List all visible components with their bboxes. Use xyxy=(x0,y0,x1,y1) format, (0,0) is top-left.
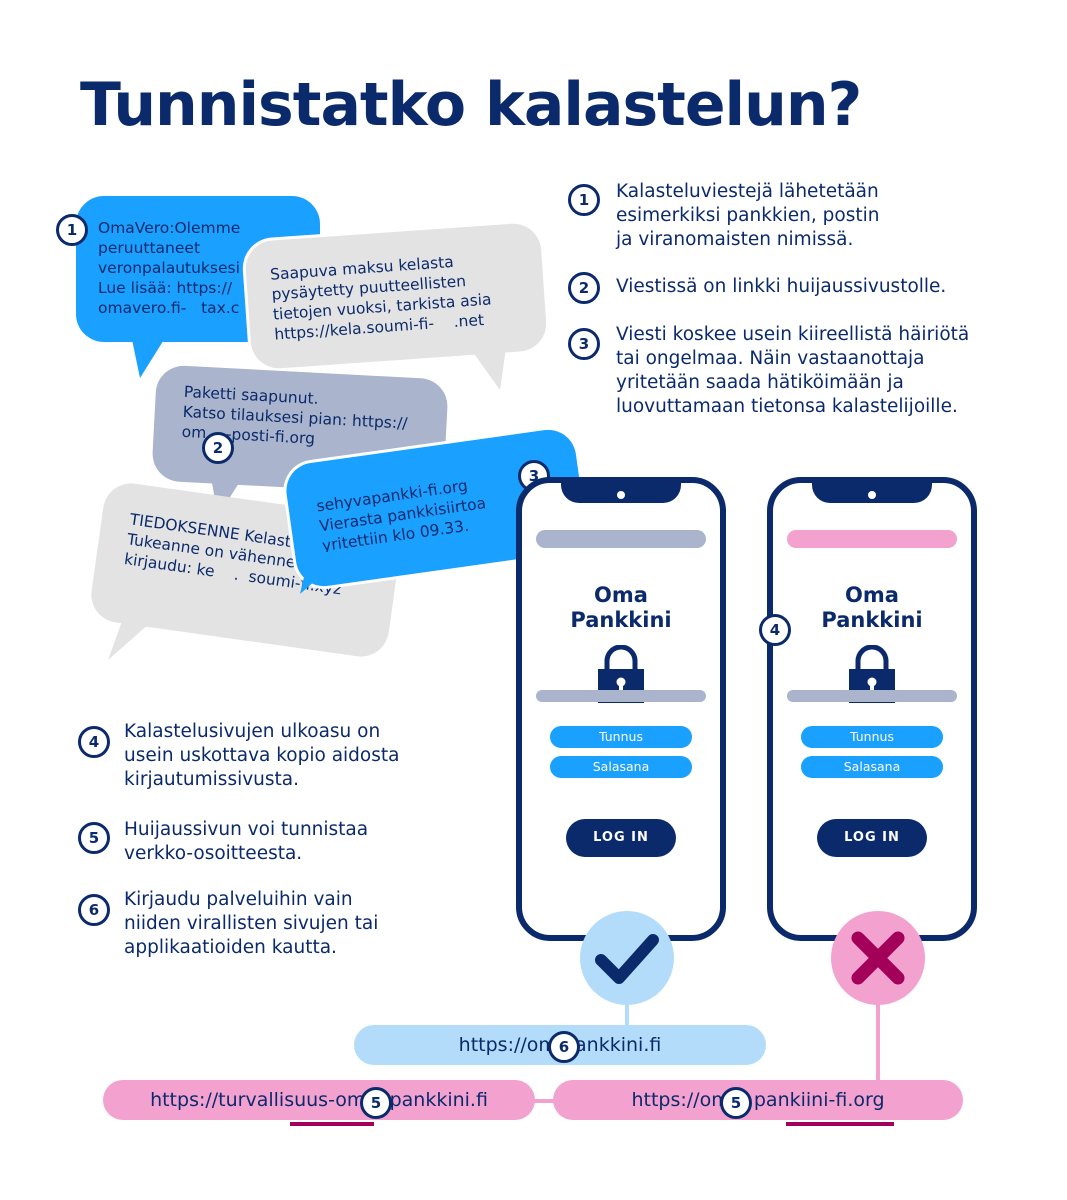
point-number-4: 4 xyxy=(78,726,110,758)
point-text-4: Kalastelusivujen ulkoasu on usein uskott… xyxy=(124,721,400,790)
point-text-1: Kalasteluviestejä lähetetään esimerkiksi… xyxy=(616,181,880,250)
bubble-tail-omavero xyxy=(130,330,170,378)
address-bar xyxy=(787,530,957,548)
login-button[interactable]: LOG IN xyxy=(817,819,927,857)
login-button[interactable]: LOG IN xyxy=(566,819,676,857)
bubble-tail-kela2 xyxy=(108,610,158,660)
username-field[interactable]: Tunnus xyxy=(550,726,692,748)
divider-bar xyxy=(536,690,706,702)
point-number-5: 5 xyxy=(78,822,110,854)
divider-bar xyxy=(787,690,957,702)
point-number-3: 3 xyxy=(568,328,600,360)
camera-icon xyxy=(617,491,625,499)
phone-notch xyxy=(812,477,932,503)
point-number-6: 6 xyxy=(78,894,110,926)
url-number-5b: 5 xyxy=(720,1087,752,1119)
sms-text-omavero: OmaVero:Olemme peruuttaneet veronpalautu… xyxy=(98,219,241,317)
bubble-tail-kela xyxy=(470,348,506,390)
bank-name-line1: Oma xyxy=(594,583,648,607)
bubble-tail-pankki xyxy=(300,552,348,594)
url-number-6: 6 xyxy=(548,1031,580,1063)
phone-number-4: 4 xyxy=(759,614,791,646)
url-fake-1: https://turvallisuus-om pankkini.fi xyxy=(103,1080,535,1120)
point-text-6: Kirjaudu palveluihin vain niiden viralli… xyxy=(124,889,379,958)
bank-name-line2: Pankkini xyxy=(821,608,923,632)
url-fake-2: https://om pankiini-fi.org xyxy=(553,1080,963,1120)
check-icon xyxy=(580,911,674,1005)
password-field[interactable]: Salasana xyxy=(550,756,692,778)
phone-genuine: Oma Pankkini Tunnus Salasana LOG IN xyxy=(516,477,726,941)
phone-notch xyxy=(561,477,681,503)
bubble-number-1: 1 xyxy=(56,214,88,246)
point-text-5: Huijaussivun voi tunnistaa verkko-osoitt… xyxy=(124,819,369,864)
bank-name-line2: Pankkini xyxy=(570,608,672,632)
page-title: Tunnistatko kalastelun? xyxy=(80,70,862,140)
point-text-2: Viestissä on linkki huijaussivustolle. xyxy=(616,276,947,297)
camera-icon xyxy=(868,491,876,499)
close-icon xyxy=(831,911,925,1005)
point-text-3: Viesti koskee usein kiireellistä häiriöt… xyxy=(616,324,970,417)
password-field[interactable]: Salasana xyxy=(801,756,943,778)
bank-name-line1: Oma xyxy=(845,583,899,607)
point-number-2: 2 xyxy=(568,272,600,304)
address-bar xyxy=(536,530,706,548)
url-number-5a: 5 xyxy=(360,1087,392,1119)
bubble-number-2: 2 xyxy=(202,432,234,464)
username-field[interactable]: Tunnus xyxy=(801,726,943,748)
point-number-1: 1 xyxy=(568,184,600,216)
